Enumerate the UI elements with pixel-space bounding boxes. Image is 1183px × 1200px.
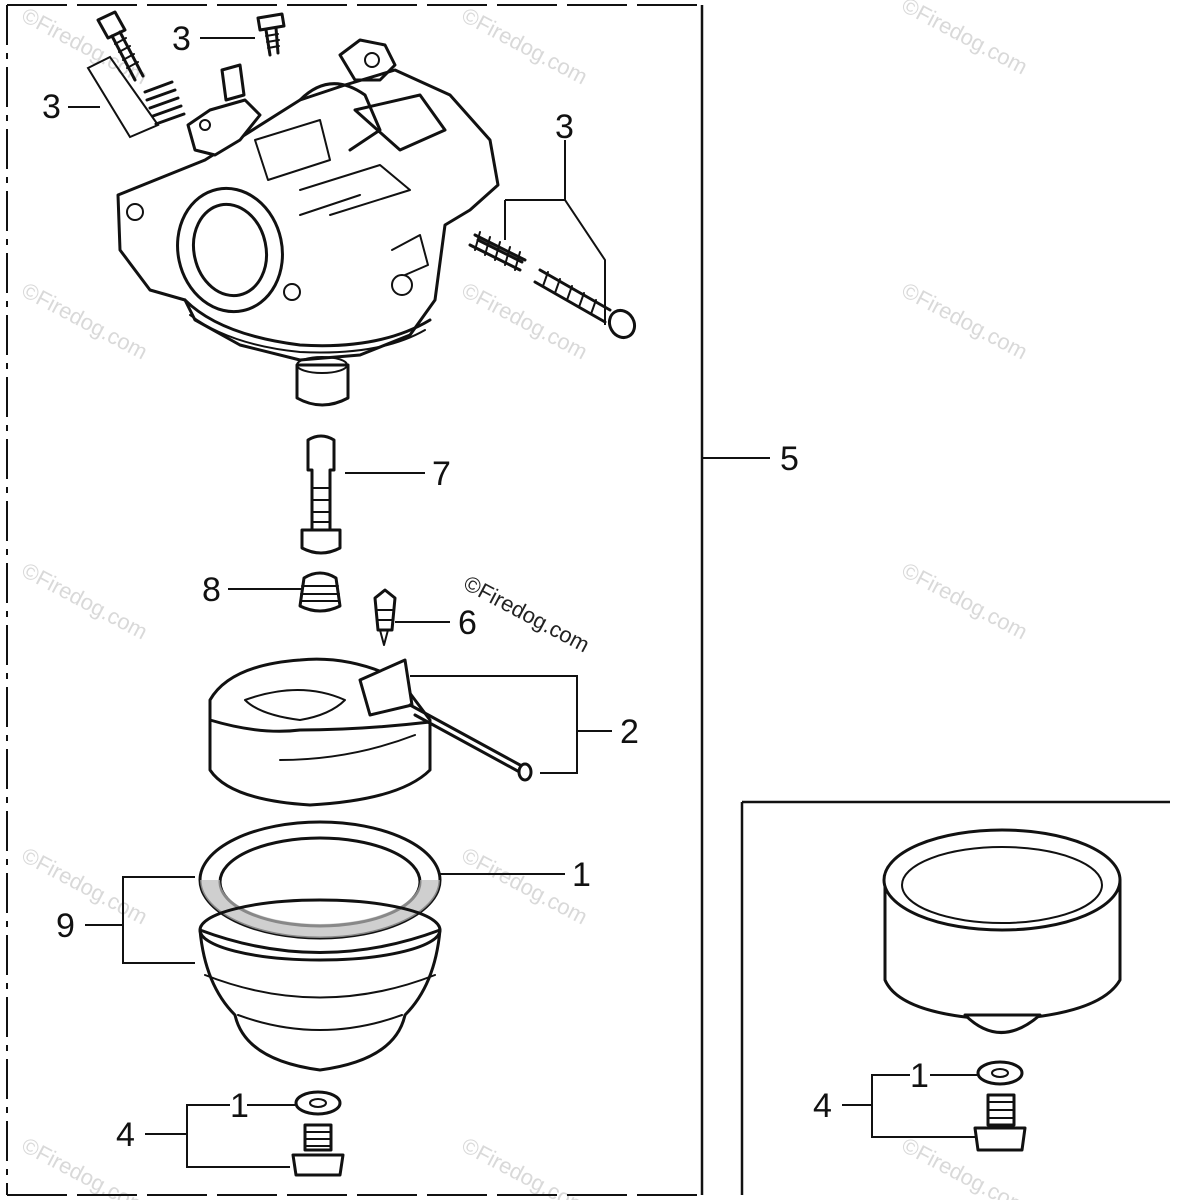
watermark: ©Firedog.com (898, 557, 1032, 644)
callout-3-left: 3 (42, 88, 61, 126)
inset-bolt (973, 1093, 1027, 1152)
float-valve (373, 588, 397, 646)
idle-screw (468, 231, 637, 340)
watermark: ©Firedog.com (458, 277, 592, 364)
carburetor-body (116, 38, 500, 407)
watermark: ©Firedog.com (18, 277, 152, 364)
callout-3-top: 3 (172, 20, 191, 58)
watermark: ©Firedog.com (458, 1132, 592, 1200)
callout-1-bottom: 1 (230, 1087, 249, 1125)
callout-3-right: 3 (555, 108, 574, 146)
callout-8: 8 (202, 571, 221, 609)
main-nozzle (300, 434, 342, 555)
assembly-frame (6, 4, 704, 1196)
callout-9: 9 (56, 907, 75, 945)
inset-frame (740, 800, 1170, 1195)
chamber-gasket (198, 820, 442, 940)
callout-2: 2 (620, 713, 639, 751)
drain-bolt (291, 1123, 345, 1177)
callout-1: 1 (572, 856, 591, 894)
watermark: ©Firedog.com (458, 2, 592, 89)
top-screw (256, 12, 286, 57)
leader-lines (68, 37, 977, 1168)
main-jet (298, 571, 342, 613)
watermark: ©Firedog.com (18, 842, 152, 929)
watermark: ©Firedog.com (18, 557, 152, 644)
callout-7: 7 (432, 455, 451, 493)
callout-labels: 3 3 3 5 7 8 6 2 1 9 1 4 1 4 (42, 20, 929, 1154)
callout-6: 6 (458, 604, 477, 642)
drain-washer (294, 1090, 342, 1116)
inset-washer (976, 1060, 1024, 1086)
pilot-screw (96, 10, 186, 126)
float-bowl (198, 898, 442, 1072)
callout-4-inset: 4 (813, 1087, 832, 1125)
inset-float-bowl (882, 828, 1122, 1034)
watermark-center: ©Firedog.com (460, 570, 594, 657)
float (208, 657, 533, 807)
watermark: ©Firedog.com (898, 0, 1032, 79)
callout-1-inset: 1 (910, 1057, 929, 1095)
callout-4: 4 (116, 1116, 135, 1154)
watermark: ©Firedog.com (898, 277, 1032, 364)
callout-5: 5 (780, 440, 799, 478)
